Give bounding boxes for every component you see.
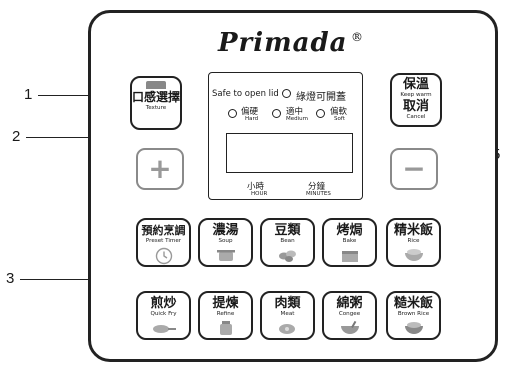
rice-label-en: Rice <box>407 238 420 244</box>
keep-warm-cancel-button[interactable]: 保溫 Keep warm 取消 Cancel <box>390 73 442 127</box>
lamp-label: 綠燈可開蓋 <box>296 92 346 103</box>
callout-2: 2 <box>12 128 21 145</box>
jar-icon <box>219 321 232 335</box>
display-frame <box>208 72 363 200</box>
quick-fry-button[interactable]: 煎炒 Quick Fry <box>136 291 191 340</box>
soup-label-en: Soup <box>218 238 233 244</box>
minutes-label-en: MINUTES <box>306 191 331 197</box>
preset-timer-label-zh: 預約烹調 <box>141 224 186 237</box>
minutes-label-zh: 分鐘 <box>308 182 326 192</box>
preset-timer-button[interactable]: 預約烹調 Preset Timer <box>136 218 191 267</box>
clock-icon <box>155 247 172 265</box>
brand-logo: Primada ® <box>218 28 363 58</box>
brown-rice-label-en: Brown Rice <box>397 311 430 317</box>
plus-button[interactable]: + <box>136 148 184 190</box>
texture-button[interactable]: 口感選擇 Texture <box>130 76 182 130</box>
soft-label-en: Soft <box>334 116 345 122</box>
pan-icon <box>152 325 176 333</box>
congee-label-zh: 綿粥 <box>336 296 363 311</box>
safe-to-open-text: Safe to open lid <box>212 89 279 99</box>
callout-line-2 <box>26 137 144 139</box>
hard-label-zh: 偏硬 <box>241 107 259 117</box>
meat-label-zh: 肉類 <box>274 296 301 311</box>
congee-button[interactable]: 綿粥 Congee <box>322 291 377 340</box>
meat-icon <box>278 324 295 334</box>
cancel-label-zh: 取消 <box>402 99 429 114</box>
preset-timer-label-en: Preset Timer <box>145 238 182 244</box>
pot-icon <box>216 250 235 261</box>
soup-label-zh: 濃湯 <box>212 223 239 238</box>
bake-label-zh: 烤焗 <box>336 223 363 238</box>
bean-button[interactable]: 豆類 Bean <box>260 218 315 267</box>
cancel-label-en: Cancel <box>406 114 426 120</box>
brown-rice-icon <box>404 322 423 334</box>
beans-icon <box>278 250 296 262</box>
congee-label-en: Congee <box>338 311 361 317</box>
quick-fry-label-en: Quick Fry <box>150 311 177 317</box>
congee-bowl-icon <box>340 320 359 334</box>
soft-indicator <box>316 109 325 118</box>
minus-button[interactable]: − <box>390 148 438 190</box>
cake-icon <box>341 251 358 262</box>
bake-button[interactable]: 烤焗 Bake <box>322 218 377 267</box>
callout-1: 1 <box>24 86 33 103</box>
rice-label-zh: 精米飯 <box>393 223 433 238</box>
rice-button[interactable]: 精米飯 Rice <box>386 218 441 267</box>
brand-name: Primada <box>218 28 348 58</box>
keep-warm-label-en: Keep warm <box>400 92 432 98</box>
texture-icon <box>146 81 166 89</box>
texture-label-zh: 口感選擇 <box>132 90 181 104</box>
refine-button[interactable]: 提煉 Refine <box>198 291 253 340</box>
time-display <box>226 133 353 173</box>
registered-mark: ® <box>351 30 364 44</box>
lid-lamp-indicator <box>282 89 291 98</box>
bean-label-en: Bean <box>280 238 295 244</box>
bean-label-zh: 豆類 <box>274 223 301 238</box>
keep-warm-label-zh: 保溫 <box>402 77 429 92</box>
soup-button[interactable]: 濃湯 Soup <box>198 218 253 267</box>
refine-label-en: Refine <box>216 311 235 317</box>
meat-button[interactable]: 肉類 Meat <box>260 291 315 340</box>
rice-bowl-icon <box>404 249 423 261</box>
medium-indicator <box>272 109 281 118</box>
hard-label-en: Hard <box>245 116 259 122</box>
medium-label-zh: 適中 <box>286 107 304 117</box>
callout-3: 3 <box>6 270 15 287</box>
medium-label-en: Medium <box>286 116 308 122</box>
refine-label-zh: 提煉 <box>212 296 239 311</box>
hour-label-en: HOUR <box>251 191 268 197</box>
brown-rice-label-zh: 糙米飯 <box>393 296 433 311</box>
texture-label-en: Texture <box>145 105 167 111</box>
quick-fry-label-zh: 煎炒 <box>150 296 177 311</box>
hour-label-zh: 小時 <box>247 182 265 192</box>
bake-label-en: Bake <box>342 238 357 244</box>
hard-indicator <box>228 109 237 118</box>
meat-label-en: Meat <box>280 311 295 317</box>
brown-rice-button[interactable]: 糙米飯 Brown Rice <box>386 291 441 340</box>
soft-label-zh: 偏軟 <box>330 107 348 117</box>
